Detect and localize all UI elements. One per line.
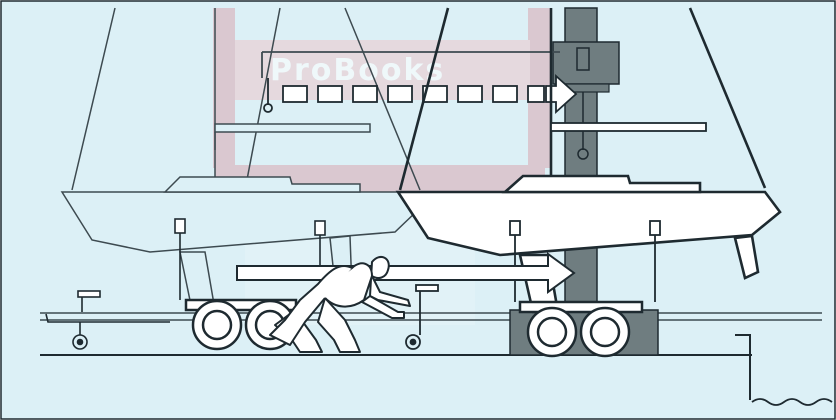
watermark-text: ProBooks <box>270 53 445 88</box>
boom <box>551 123 706 131</box>
ghost-boom <box>215 124 370 132</box>
